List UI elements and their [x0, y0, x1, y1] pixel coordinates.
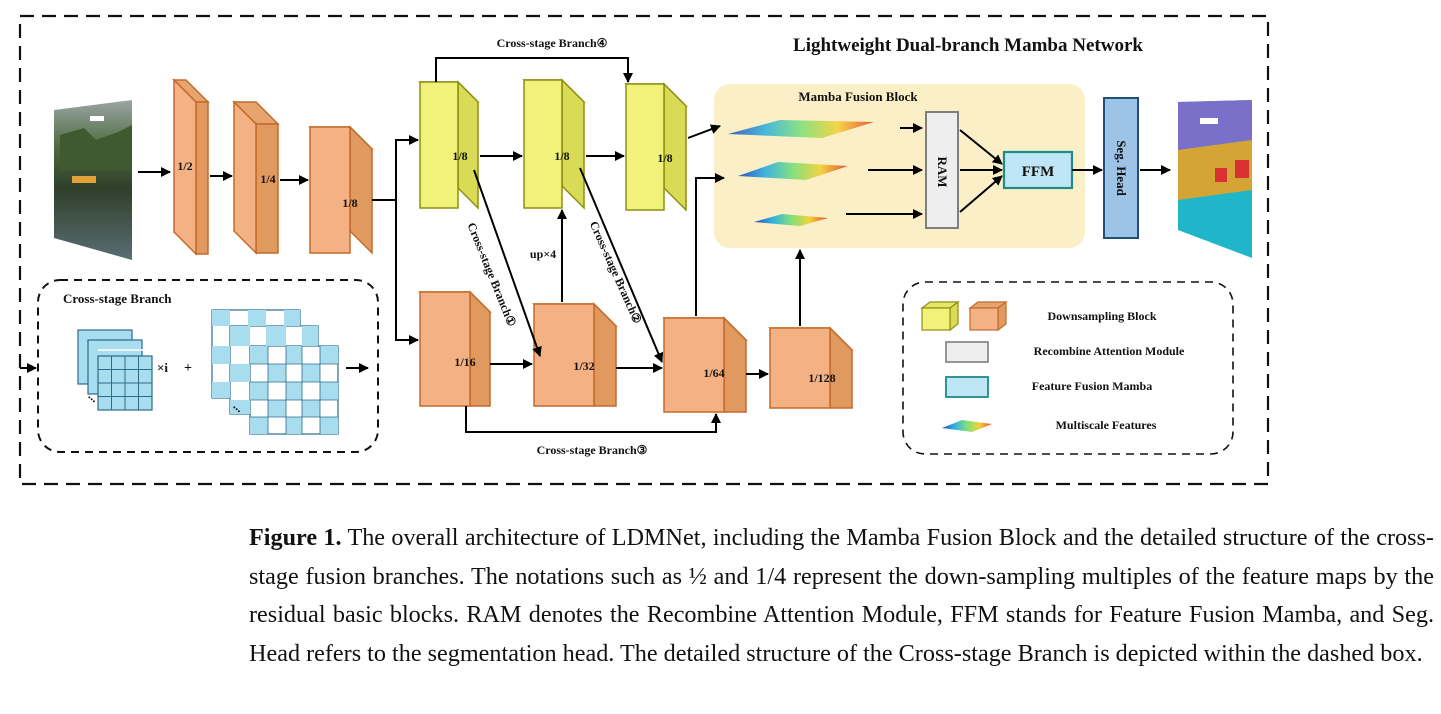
- upper-block-1: 1/8: [418, 80, 480, 210]
- legend-ffm-icon: [945, 376, 989, 398]
- cs-branch-detail-box: [37, 279, 379, 453]
- stem-block-1-label: 1/2: [177, 159, 192, 173]
- lower-block-4: 1/128: [768, 326, 854, 409]
- architecture-diagram: Lightweight Dual-branch Mamba Network 1/…: [18, 14, 1270, 486]
- mamba-block-title: Mamba Fusion Block: [798, 89, 918, 104]
- legend-downsampling-label: Downsampling Block: [1047, 309, 1156, 323]
- upper-block-3: 1/8: [624, 82, 688, 212]
- grid-stack-large: [211, 309, 339, 435]
- upper-block-3-label: 1/8: [657, 151, 672, 165]
- legend-box: [902, 281, 1234, 455]
- multiscale-feature-medium: [738, 162, 848, 180]
- ram-label: RAM: [935, 156, 950, 187]
- grid-stack-small: [77, 329, 153, 411]
- input-image: [54, 100, 132, 260]
- ram-module: [925, 111, 959, 229]
- segmentation-output-image: [1178, 100, 1252, 258]
- lower-block-1: 1/16: [418, 290, 492, 407]
- seg-head-label: Seg. Head: [1114, 140, 1129, 196]
- caption-text: The overall architecture of LDMNet, incl…: [249, 524, 1434, 667]
- upper-block-1-label: 1/8: [452, 149, 467, 163]
- stem-block-3-label: 1/8: [342, 196, 357, 210]
- lower-block-2-label: 1/32: [573, 359, 594, 373]
- connection-arrows: [20, 57, 1171, 433]
- stem-block-2: 1/4: [232, 100, 280, 255]
- stem-block-3: 1/8: [308, 125, 374, 255]
- multiscale-feature-small: [754, 214, 828, 226]
- diagram-title: Lightweight Dual-branch Mamba Network: [793, 35, 1143, 56]
- figure-caption: Figure 1. The overall architecture of LD…: [249, 519, 1434, 673]
- cs-branch-4-label: Cross-stage Branch④: [497, 36, 608, 50]
- upper-block-2: 1/8: [522, 78, 586, 210]
- ffm-label: FFM: [1022, 164, 1054, 180]
- ffm-module: [1002, 150, 1074, 190]
- legend-ffm-label: Feature Fusion Mamba: [1032, 379, 1152, 393]
- legend-ram-label: Recombine Attention Module: [1034, 344, 1185, 358]
- stem-block-2-label: 1/4: [260, 172, 275, 186]
- lower-block-3-label: 1/64: [703, 366, 724, 380]
- outer-dashed-frame: [18, 14, 1270, 486]
- legend-multiscale-icon: [942, 420, 992, 432]
- lower-block-4-label: 1/128: [808, 371, 835, 385]
- cs-branch-3-label: Cross-stage Branch③: [537, 443, 648, 457]
- legend-orange-icon: [968, 300, 1008, 332]
- multiscale-feature-large: [728, 120, 874, 138]
- upper-block-2-label: 1/8: [554, 149, 569, 163]
- caption-label: Figure 1.: [249, 524, 342, 551]
- cs-branch-box-title: Cross-stage Branch: [63, 291, 172, 306]
- legend-yellow-icon: [920, 300, 960, 332]
- plus-sign: +: [184, 361, 192, 376]
- seg-head: [1103, 97, 1139, 239]
- legend-ram-icon: [945, 341, 989, 363]
- legend-multiscale-label: Multiscale Features: [1056, 418, 1157, 432]
- stem-block-1: 1/2: [172, 78, 210, 256]
- lower-block-2: 1/32: [532, 302, 618, 407]
- times-i-label: ×i: [157, 360, 168, 375]
- upsample-label: up×4: [530, 247, 556, 261]
- lower-block-1-label: 1/16: [454, 355, 475, 369]
- lower-block-3: 1/64: [662, 316, 748, 413]
